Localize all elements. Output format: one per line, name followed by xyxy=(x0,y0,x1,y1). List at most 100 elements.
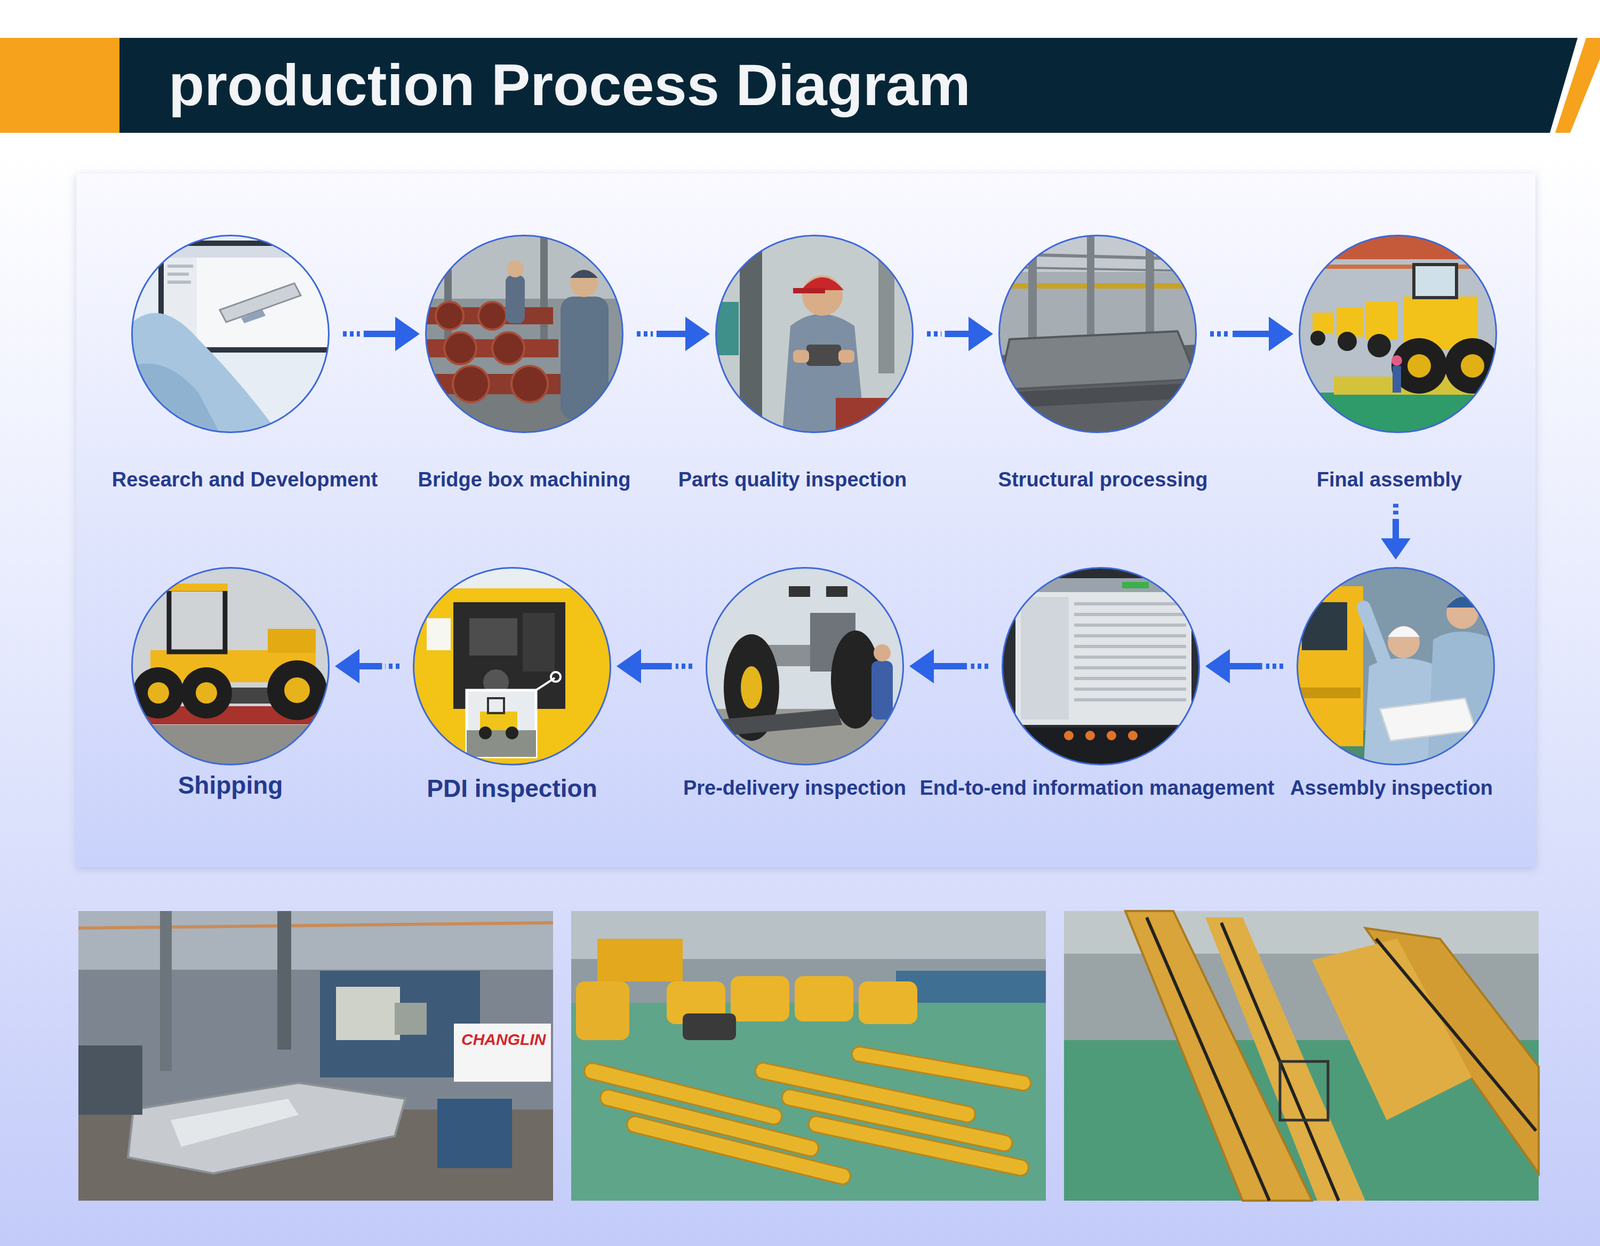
machining-illustration-part xyxy=(452,365,490,403)
factory-photo-part xyxy=(896,970,1046,1003)
factory-photo-part xyxy=(730,976,790,1022)
arrow-shaft xyxy=(932,662,967,670)
screen-illustration-part xyxy=(1074,655,1187,659)
step-label: Pre-delivery inspection xyxy=(683,776,907,801)
machining-illustration-part xyxy=(435,301,464,330)
shipping-illustration-part xyxy=(284,677,310,703)
assembly-inspection-illustration-part xyxy=(1387,626,1420,659)
shipping-illustration-part xyxy=(147,682,170,704)
screen-illustration-part xyxy=(1015,578,1192,725)
flow-arrow xyxy=(909,649,989,684)
assembly-line-illustration-part xyxy=(1298,264,1498,269)
flow-arrow xyxy=(926,316,994,351)
assembly-line-illustration-part xyxy=(1365,301,1398,340)
screen-illustration-part xyxy=(1074,612,1187,616)
grader-test-illustration-part xyxy=(871,660,893,720)
factory-photo-part xyxy=(170,1098,299,1147)
structural-illustration-part xyxy=(1028,234,1037,352)
inspection-illustration-part xyxy=(715,301,739,356)
screen-illustration-part xyxy=(1128,730,1138,741)
assembly-inspection-illustration-part xyxy=(1296,586,1364,747)
engine-bay-illustration-part xyxy=(505,726,519,740)
inspection-illustration-part xyxy=(806,344,842,366)
factory-photo-part xyxy=(277,910,292,1050)
flow-arrow xyxy=(636,316,710,351)
factory-photo-part xyxy=(597,938,683,982)
screen-illustration-part xyxy=(1074,634,1187,638)
inspection-illustration-part xyxy=(739,234,763,434)
step-label: Parts quality inspection xyxy=(678,467,908,493)
inspection-illustration-part xyxy=(793,349,810,363)
assembly-inspection-illustration-part xyxy=(1446,596,1479,608)
structural-illustration-part xyxy=(998,234,1197,272)
header-band xyxy=(119,37,1578,133)
assembly-line-illustration-part xyxy=(1310,330,1326,346)
arrow-tail xyxy=(970,663,989,669)
arrow-head xyxy=(395,316,420,351)
rd-illustration-part xyxy=(167,272,189,276)
process-circle: Pre-delivery inspection xyxy=(705,566,904,766)
engine-bay-illustration-part xyxy=(426,618,451,651)
arrow-shaft xyxy=(640,662,672,670)
shipping-illustration-part xyxy=(132,667,184,719)
flow-arrow xyxy=(616,649,693,684)
flow-arrow xyxy=(1205,649,1284,684)
engine-bay-illustration-part xyxy=(412,566,612,766)
factory-photo-part xyxy=(78,922,554,928)
engine-bay-illustration-part xyxy=(469,618,518,656)
arrow-shaft xyxy=(656,330,687,338)
structural-illustration-part xyxy=(998,331,1197,390)
flow-arrow xyxy=(342,316,420,351)
assembly-line-illustration-part xyxy=(1407,354,1431,378)
screen-illustration-part xyxy=(1074,644,1187,648)
factory-photo xyxy=(571,910,1046,1201)
header-bar xyxy=(0,37,1600,133)
screen-illustration-part xyxy=(1074,666,1187,670)
screen-illustration-part xyxy=(1074,687,1187,691)
factory-photo-part xyxy=(1376,938,1536,1131)
screen-illustration-part xyxy=(1106,730,1117,741)
assembly-line-illustration-part xyxy=(1391,338,1447,394)
machining-illustration-part xyxy=(540,234,548,342)
factory-photo-part xyxy=(78,1045,143,1115)
machining-illustration-part xyxy=(505,275,525,324)
shipping-illustration-part xyxy=(267,628,316,653)
inspection-illustration-part xyxy=(793,288,826,294)
factory-photo-part xyxy=(1221,922,1339,1201)
grader-test-illustration-part xyxy=(826,586,848,597)
grader-test-illustration xyxy=(705,566,904,766)
screen-illustration-part xyxy=(1074,698,1187,702)
process-circle: Parts quality inspection xyxy=(715,234,914,434)
grader-test-illustration-part xyxy=(740,666,763,709)
screen-illustration-part xyxy=(1001,566,1200,766)
assembly-inspection-illustration-part xyxy=(1446,596,1479,629)
engine-bay-illustration-part xyxy=(488,698,504,714)
flow-arrow xyxy=(1380,504,1411,560)
structural-illustration-part xyxy=(998,283,1197,289)
rd-illustration xyxy=(131,234,340,434)
factory-photo-part xyxy=(394,1002,427,1035)
assembly-inspection-illustration-part xyxy=(1296,687,1361,699)
factory-photo-part xyxy=(1146,917,1270,1201)
assembly-line-illustration-part xyxy=(1312,312,1334,334)
factory-photo-part xyxy=(437,1098,512,1168)
structural-illustration-part xyxy=(1086,234,1095,347)
assembly-inspection-illustration-part xyxy=(1363,607,1386,664)
rd-illustration-part xyxy=(131,313,279,434)
shipping-illustration-part xyxy=(131,566,330,766)
factory-photo-part xyxy=(794,976,854,1022)
arrow-tail xyxy=(926,331,942,337)
screen-illustration-part xyxy=(1085,730,1095,741)
assembly-line-illustration-part xyxy=(1460,354,1485,378)
factory-photo-part xyxy=(571,1002,1046,1201)
rd-illustration-part xyxy=(131,363,220,434)
arrow-shaft xyxy=(358,662,382,670)
arrow-head xyxy=(1268,316,1294,351)
factory-photo-part xyxy=(1312,938,1472,1120)
arrow-tail xyxy=(385,663,400,669)
machining-illustration-part xyxy=(425,234,624,434)
screen-illustration-part xyxy=(1074,676,1187,680)
machining-illustration-part xyxy=(560,296,609,420)
